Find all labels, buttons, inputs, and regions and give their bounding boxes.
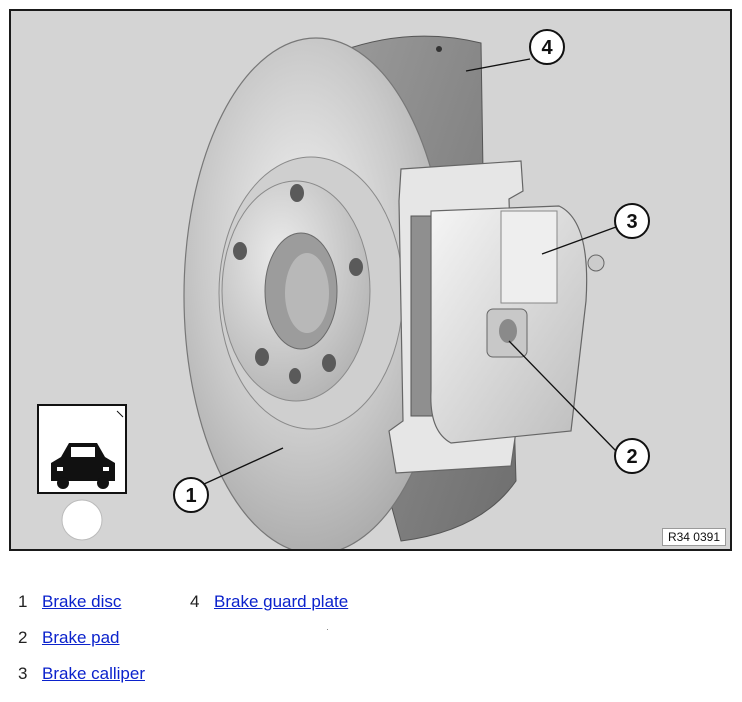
- blank-circle-icon: [61, 499, 103, 541]
- brake-disc-link[interactable]: Brake disc: [42, 592, 122, 611]
- callout-3: 3: [614, 203, 650, 239]
- legend-number: 3: [18, 664, 28, 683]
- svg-text:4: 4: [541, 37, 553, 59]
- svg-text:2: 2: [626, 446, 637, 468]
- legend-number: 4: [190, 592, 200, 611]
- legend-item-brake-calliper: 3 Brake calliper: [18, 664, 145, 684]
- legend-item-brake-disc: 1 Brake disc: [18, 592, 121, 612]
- stray-dot: [327, 629, 328, 630]
- callout-4: 4: [529, 29, 565, 65]
- legend-item-brake-pad: 2 Brake pad: [18, 628, 120, 648]
- reference-code-label: R34 0391: [661, 528, 726, 546]
- car-icon: [37, 404, 127, 494]
- svg-text:1: 1: [185, 485, 196, 507]
- diagram-frame: 1 2 3 4 R34 0391: [9, 9, 732, 551]
- callout-2: 2: [614, 438, 650, 474]
- parts-legend: 1 Brake disc 2 Brake pad 3 Brake calliper 4…: [0, 585, 742, 695]
- legend-number: 2: [18, 628, 28, 647]
- svg-text:3: 3: [626, 211, 637, 233]
- brake-guard-plate-link[interactable]: Brake guard plate: [214, 592, 349, 611]
- callout-1: 1: [173, 477, 209, 513]
- legend-number: 1: [18, 592, 28, 611]
- legend-item-brake-guard-plate: 4 Brake guard plate: [190, 592, 348, 612]
- brake-calliper-link[interactable]: Brake calliper: [42, 664, 145, 683]
- brake-assembly-illustration: 1 2 3 4: [37, 29, 650, 549]
- brake-pad-link[interactable]: Brake pad: [42, 628, 120, 647]
